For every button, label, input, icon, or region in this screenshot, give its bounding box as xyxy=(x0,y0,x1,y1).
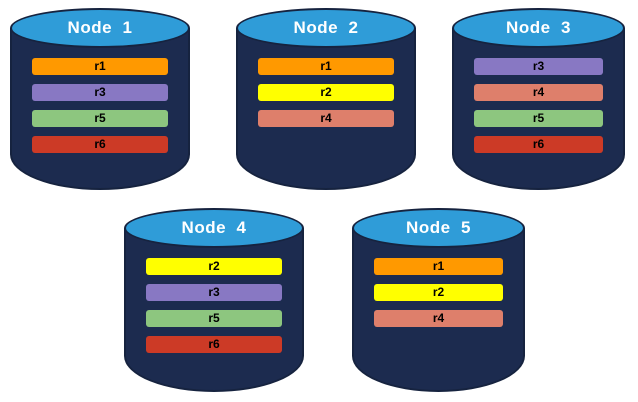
replica-bar-r2[interactable]: r2 xyxy=(258,84,394,101)
replica-bar-r5[interactable]: r5 xyxy=(146,310,282,327)
cylinder-shape: Node 3 xyxy=(452,8,625,190)
cylinder-top-ellipse xyxy=(236,8,416,48)
cylinder-top-ellipse xyxy=(124,208,304,248)
replica-bar-r2[interactable]: r2 xyxy=(374,284,503,301)
replica-list: r2 r3 r5 r6 xyxy=(124,258,304,353)
node-cylinder-2[interactable]: Node 2 r1 r2 r4 xyxy=(236,8,416,190)
cylinder-top-ellipse xyxy=(452,8,625,48)
cylinder-shape: Node 1 xyxy=(10,8,190,190)
node-cylinder-5[interactable]: Node 5 r1 r2 r4 xyxy=(352,208,525,392)
replica-bar-r5[interactable]: r5 xyxy=(474,110,603,127)
node-cylinder-3[interactable]: Node 3 r3 r4 r5 r6 xyxy=(452,8,625,190)
node-label: Node 1 xyxy=(67,18,133,37)
replica-list: r1 r2 r4 xyxy=(236,58,416,127)
replica-bar-r4[interactable]: r4 xyxy=(258,110,394,127)
replica-list: r3 r4 r5 r6 xyxy=(452,58,625,153)
replica-bar-r1[interactable]: r1 xyxy=(32,58,168,75)
replica-list: r1 r2 r4 xyxy=(352,258,525,327)
replica-bar-r6[interactable]: r6 xyxy=(32,136,168,153)
node-label: Node 3 xyxy=(506,18,571,37)
replica-bar-r1[interactable]: r1 xyxy=(258,58,394,75)
replica-bar-r6[interactable]: r6 xyxy=(146,336,282,353)
replica-bar-r3[interactable]: r3 xyxy=(32,84,168,101)
node-cylinder-4[interactable]: Node 4 r2 r3 r5 r6 xyxy=(124,208,304,392)
replica-bar-r3[interactable]: r3 xyxy=(146,284,282,301)
replica-bar-r6[interactable]: r6 xyxy=(474,136,603,153)
replica-bar-r3[interactable]: r3 xyxy=(474,58,603,75)
replica-bar-r2[interactable]: r2 xyxy=(146,258,282,275)
replica-bar-r4[interactable]: r4 xyxy=(474,84,603,101)
replica-bar-r5[interactable]: r5 xyxy=(32,110,168,127)
cylinder-shape: Node 2 xyxy=(236,8,416,190)
node-label: Node 2 xyxy=(293,18,359,37)
cylinder-top-ellipse xyxy=(352,208,525,248)
cylinder-top-ellipse xyxy=(10,8,190,48)
node-cylinder-1[interactable]: Node 1 r1 r3 r5 r6 xyxy=(10,8,190,190)
replica-bar-r4[interactable]: r4 xyxy=(374,310,503,327)
replica-bar-r1[interactable]: r1 xyxy=(374,258,503,275)
node-label: Node 5 xyxy=(406,218,471,237)
replica-list: r1 r3 r5 r6 xyxy=(10,58,190,153)
node-label: Node 4 xyxy=(181,218,247,237)
